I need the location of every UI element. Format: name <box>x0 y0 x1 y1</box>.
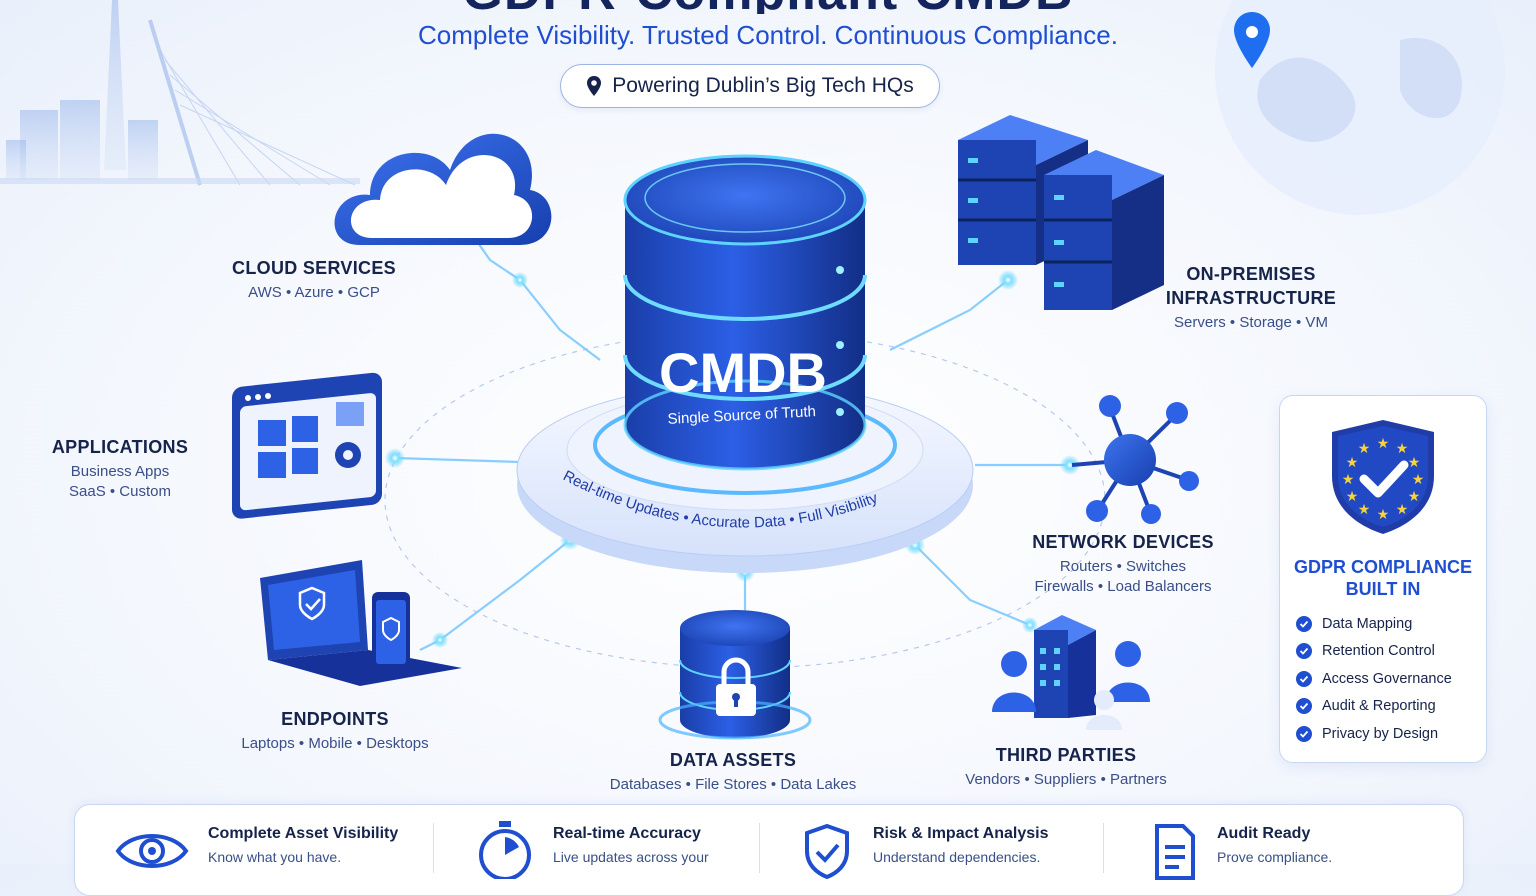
map-pin-icon <box>1234 12 1270 68</box>
cloud-icon <box>334 133 552 245</box>
svg-text:★: ★ <box>1358 502 1371 518</box>
svg-text:★: ★ <box>1346 455 1359 471</box>
list-item-label: Audit & Reporting <box>1322 698 1436 715</box>
feature-asset-visibility: Complete Asset Visibility Know what you … <box>115 805 435 868</box>
dublin-skyline-illustration <box>0 0 360 186</box>
feature-title: Complete Asset Visibility <box>208 825 399 842</box>
node-subtitle: Firewalls • Load Balancers <box>1034 578 1212 595</box>
node-subtitle: AWS • Azure • GCP <box>248 284 380 301</box>
gdpr-compliance-panel: ★★★ ★★★ ★★★ ★★★ GDPR COMPLIANCE BUILT IN… <box>1279 395 1487 763</box>
node-title: APPLICATIONS <box>51 437 189 457</box>
node-data-assets: DATA ASSETS Databases • File Stores • Da… <box>592 750 874 794</box>
feature-audit-ready: Audit Ready Prove compliance. <box>1153 805 1433 880</box>
svg-text:★: ★ <box>1358 441 1371 457</box>
svg-text:★: ★ <box>1412 472 1425 488</box>
divider <box>759 823 760 873</box>
network-node-icon <box>1071 395 1199 524</box>
node-third-parties: THIRD PARTIES Vendors • Suppliers • Part… <box>950 745 1182 789</box>
node-cloud-services: CLOUD SERVICES AWS • Azure • GCP <box>214 258 414 302</box>
list-item-label: Privacy by Design <box>1322 725 1439 742</box>
gdpr-feature-list: Data Mapping Retention Control Access Go… <box>1296 610 1452 748</box>
node-subtitle: Databases • File Stores • Data Lakes <box>609 776 857 793</box>
panel-title-line-1: GDPR COMPLIANCE <box>1293 557 1472 577</box>
shield-check-icon <box>805 823 849 879</box>
node-on-premises: ON-PREMISES INFRASTRUCTURE Servers • Sto… <box>1140 264 1362 332</box>
list-item-label: Retention Control <box>1322 643 1435 660</box>
node-title: ON-PREMISES <box>1186 264 1316 284</box>
node-applications: APPLICATIONS Business Apps SaaS • Custom <box>40 437 200 501</box>
node-title: ENDPOINTS <box>281 709 389 729</box>
feature-title: Real-time Accuracy <box>553 825 701 842</box>
check-circle-icon <box>1296 698 1312 715</box>
node-subtitle: Business Apps <box>70 463 170 480</box>
feature-title: Risk & Impact Analysis <box>873 825 1049 842</box>
feature-title: Audit Ready <box>1217 825 1311 842</box>
svg-text:★: ★ <box>1346 489 1359 505</box>
divider <box>433 823 434 873</box>
node-title: INFRASTRUCTURE <box>1165 288 1337 308</box>
check-circle-icon <box>1296 643 1312 660</box>
page-title-clip: GDPR-Compliant CMDB <box>0 0 1536 14</box>
node-subtitle: Routers • Switches <box>1059 558 1187 575</box>
list-item: Retention Control <box>1296 638 1452 666</box>
eu-shield-check-icon: ★★★ ★★★ ★★★ ★★★ <box>1332 420 1434 534</box>
node-title: THIRD PARTIES <box>995 745 1137 765</box>
building-people-icon <box>992 615 1150 730</box>
node-title: NETWORK DEVICES <box>1032 532 1214 552</box>
location-pill: Powering Dublin’s Big Tech HQs <box>560 64 940 108</box>
node-subtitle: Servers • Storage • VM <box>1174 314 1328 331</box>
feature-description: Prove compliance. <box>1217 849 1333 865</box>
node-subtitle: Laptops • Mobile • Desktops <box>241 735 429 752</box>
check-circle-icon <box>1296 725 1312 742</box>
svg-text:★: ★ <box>1377 436 1390 452</box>
feature-description: Understand dependencies. <box>873 849 1041 865</box>
application-window-icon <box>232 372 382 519</box>
laptop-phone-icon <box>260 560 462 686</box>
svg-text:★: ★ <box>1408 455 1421 471</box>
hub-label: CMDB <box>659 341 827 404</box>
page-subtitle: Complete Visibility. Trusted Control. Co… <box>418 20 1118 50</box>
page-title: GDPR-Compliant CMDB <box>0 0 1536 14</box>
svg-text:★: ★ <box>1377 507 1390 523</box>
svg-text:★: ★ <box>1396 502 1409 518</box>
divider <box>1103 823 1104 873</box>
node-subtitle: Vendors • Suppliers • Partners <box>965 771 1167 788</box>
panel-title: GDPR COMPLIANCE BUILT IN <box>1280 556 1486 600</box>
list-item: Privacy by Design <box>1296 720 1452 748</box>
check-circle-icon <box>1296 615 1312 632</box>
node-subtitle: SaaS • Custom <box>69 483 171 500</box>
node-network-devices: NETWORK DEVICES Routers • Switches Firew… <box>1012 532 1234 596</box>
check-circle-icon <box>1296 670 1312 687</box>
server-rack-icon <box>958 115 1164 310</box>
feature-risk-impact: Risk & Impact Analysis Understand depend… <box>803 805 1093 879</box>
list-item-label: Access Governance <box>1322 670 1452 687</box>
locked-database-icon <box>658 610 812 740</box>
feature-description: Live updates across your <box>553 849 709 865</box>
list-item: Data Mapping <box>1296 610 1452 638</box>
svg-text:★: ★ <box>1408 489 1421 505</box>
list-item-label: Data Mapping <box>1322 615 1413 632</box>
globe-illustration <box>1215 0 1505 215</box>
feature-bar: Complete Asset Visibility Know what you … <box>74 804 1464 896</box>
svg-text:★: ★ <box>1342 472 1355 488</box>
map-pin-icon <box>587 76 602 96</box>
node-title: DATA ASSETS <box>669 750 797 770</box>
list-item: Audit & Reporting <box>1296 693 1452 721</box>
location-pill-text: Powering Dublin’s Big Tech HQs <box>612 74 914 97</box>
node-endpoints: ENDPOINTS Laptops • Mobile • Desktops <box>220 709 450 753</box>
list-item: Access Governance <box>1296 665 1452 693</box>
svg-text:★: ★ <box>1396 441 1409 457</box>
hub-diagram: CMDB Single Source of Truth Real-time Up… <box>232 115 1199 740</box>
feature-description: Know what you have. <box>208 849 342 865</box>
stopwatch-icon <box>479 821 531 879</box>
node-title: CLOUD SERVICES <box>232 258 396 278</box>
eye-icon <box>115 834 189 868</box>
feature-realtime-accuracy: Real-time Accuracy Live updates across y… <box>475 805 775 879</box>
document-icon <box>1155 824 1195 880</box>
panel-title-line-2: BUILT IN <box>1345 579 1421 599</box>
